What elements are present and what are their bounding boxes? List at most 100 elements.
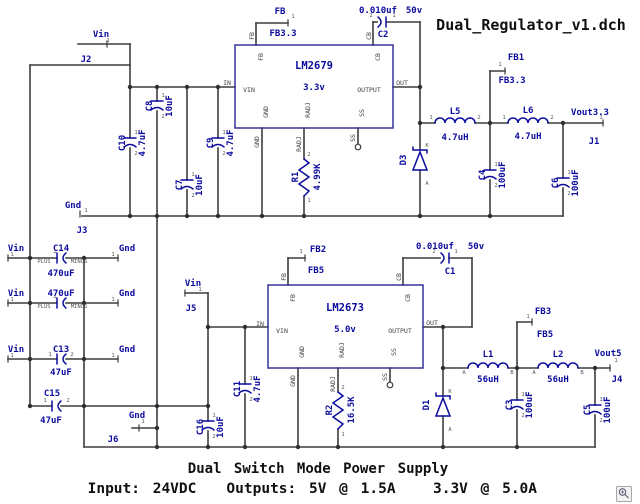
pin-label-gnd: GND	[289, 375, 297, 387]
pin-number: 1	[291, 14, 294, 20]
pin-label-radj: RADJ	[338, 342, 346, 358]
pin-label-fb: FB	[289, 294, 297, 302]
pin-label-out: OUT	[396, 79, 408, 87]
net-label-vin: Vin	[8, 288, 24, 299]
input-capacitor-bank: Vin 1 C14 PLUS MINUS + 470uF Gnd 1 Vin 1…	[8, 243, 135, 426]
pin-number: 2	[567, 191, 570, 197]
net-label-vin: Vin	[185, 278, 201, 289]
pin-number: 1	[454, 249, 457, 255]
pin-number: 1	[111, 252, 114, 258]
resistor-value-r1: 4.99K	[313, 163, 323, 191]
inductor-ref-l5: L5	[450, 107, 461, 117]
pin-number: 1	[222, 130, 225, 136]
chip-output-voltage: 3.3v	[303, 83, 325, 93]
pin-letter-a: A	[448, 427, 452, 433]
resistor-ref-r2: R2	[325, 405, 335, 416]
capacitor-value-470uf: 470uF	[47, 289, 74, 299]
capacitor-value-c6: 100uF	[571, 169, 581, 196]
connector-j4: J4	[612, 375, 623, 385]
capacitor-ref-c7: C7	[175, 180, 185, 191]
pin-number: 1	[141, 419, 144, 425]
pin-number: 2	[599, 418, 602, 424]
pin-number: 2	[341, 385, 344, 391]
net-label-gnd: Gnd	[119, 289, 135, 299]
inductor-ref-l1: L1	[483, 350, 494, 360]
capacitor-value-c9: 4.7uF	[226, 129, 236, 156]
net-label-gnd: Gnd	[119, 345, 135, 355]
zoom-icon[interactable]	[616, 486, 632, 502]
pin-number: 2	[66, 398, 69, 404]
pin-number: 1	[249, 376, 252, 382]
wires	[7, 19, 611, 448]
boost-capacitor-c2: 0.010uf 50v C2 2 1	[359, 6, 423, 40]
pin-label-minus: MINUS	[71, 259, 88, 265]
capacitor-rating-c1: 50v	[468, 242, 485, 252]
pin-number: 1	[521, 392, 524, 398]
pin-label-cb: CB	[395, 273, 403, 281]
pin-number: 1	[599, 397, 602, 403]
pin-number: 1	[43, 398, 46, 404]
pin-label-out: OUT	[426, 319, 438, 327]
pin-number: 1	[134, 130, 137, 136]
bypass-capacitors: C10 4.7uF 1 2 C8 10uF 1 2 C7 10uF 1 2 C9…	[118, 93, 613, 440]
net-label-vin: Vin	[8, 344, 24, 355]
pin-number: 2	[369, 13, 372, 19]
capacitor-ref-c5: C5	[583, 405, 593, 416]
pin-number: 1	[614, 358, 617, 364]
pin-label-cb: CB	[404, 294, 412, 302]
pin-label-plus: PLUS	[37, 304, 50, 310]
diode-ref-d1: D1	[422, 400, 432, 411]
net-label-gnd: Gnd	[65, 201, 81, 211]
net-label-vin: Vin	[93, 29, 109, 40]
pin-label-gnd: GND	[262, 106, 270, 118]
pin-number: 2	[521, 413, 524, 419]
pin-letter-b: B	[510, 370, 514, 376]
pin-label-vin: VIN	[243, 86, 255, 94]
ss-no-connect-terminal	[354, 143, 362, 151]
capacitor-value-c7: 10uF	[195, 174, 205, 196]
caption-outputs2: 3.3V @ 5.0A	[433, 481, 537, 497]
capacitor-rating-c2: 50v	[406, 6, 423, 16]
pin-number: 1	[498, 62, 501, 68]
pin-number: 1	[494, 162, 497, 168]
pin-number: 1	[111, 353, 114, 359]
pin-number: 1	[567, 170, 570, 176]
pin-label-output: OUTPUT	[388, 327, 412, 335]
connector-j3: J3	[77, 226, 88, 236]
pin-number: 1	[212, 413, 215, 419]
connector-j2: J2	[81, 55, 92, 65]
capacitor-value-c2: 0.010uf	[359, 6, 397, 16]
connector-j6: J6	[108, 435, 119, 445]
caption-input: Input: 24VDC	[88, 481, 197, 497]
capacitor-value-c15: 47uF	[40, 416, 62, 426]
capacitor-value-c4: 100uF	[498, 161, 508, 188]
pin-label-radj: RADJ	[329, 376, 337, 392]
net-label-fb33: FB3.3	[498, 76, 525, 86]
capacitor-value-c16: 10uF	[216, 416, 226, 438]
capacitor-value-c13: 47uF	[50, 368, 72, 378]
capacitor-value-c11: 4.7uF	[253, 375, 263, 402]
pin-number: 2	[212, 434, 215, 440]
pin-number: 1	[526, 314, 529, 320]
pin-label-ss: SS	[349, 134, 357, 142]
pin-number: 1	[307, 198, 310, 204]
pin-number: 1	[299, 249, 302, 255]
capacitor-ref-c4: C4	[478, 169, 488, 180]
pin-label-fb: FB	[257, 53, 265, 61]
pin-number: 2	[161, 114, 164, 120]
inductor-value-l5: 4.7uH	[441, 133, 468, 143]
pin-letter-k: K	[425, 143, 429, 149]
pin-number: 1	[191, 172, 194, 178]
pin-number: 2	[307, 152, 310, 158]
pin-number: 1	[48, 352, 51, 358]
pin-label-ss: SS	[381, 373, 389, 381]
capacitor-value-c1: 0.010uf	[416, 242, 454, 252]
resistor-r2: R2 16.5K 2 1	[325, 385, 357, 438]
capacitor-ref-c13: C13	[53, 345, 69, 355]
diode-d1: D1 K A	[422, 389, 452, 433]
junction-dots	[27, 84, 598, 450]
capacitor-ref-c11: C11	[233, 381, 243, 397]
pin-number: 2	[494, 183, 497, 189]
schematic-title: Dual_Regulator_v1.dch	[436, 16, 626, 34]
